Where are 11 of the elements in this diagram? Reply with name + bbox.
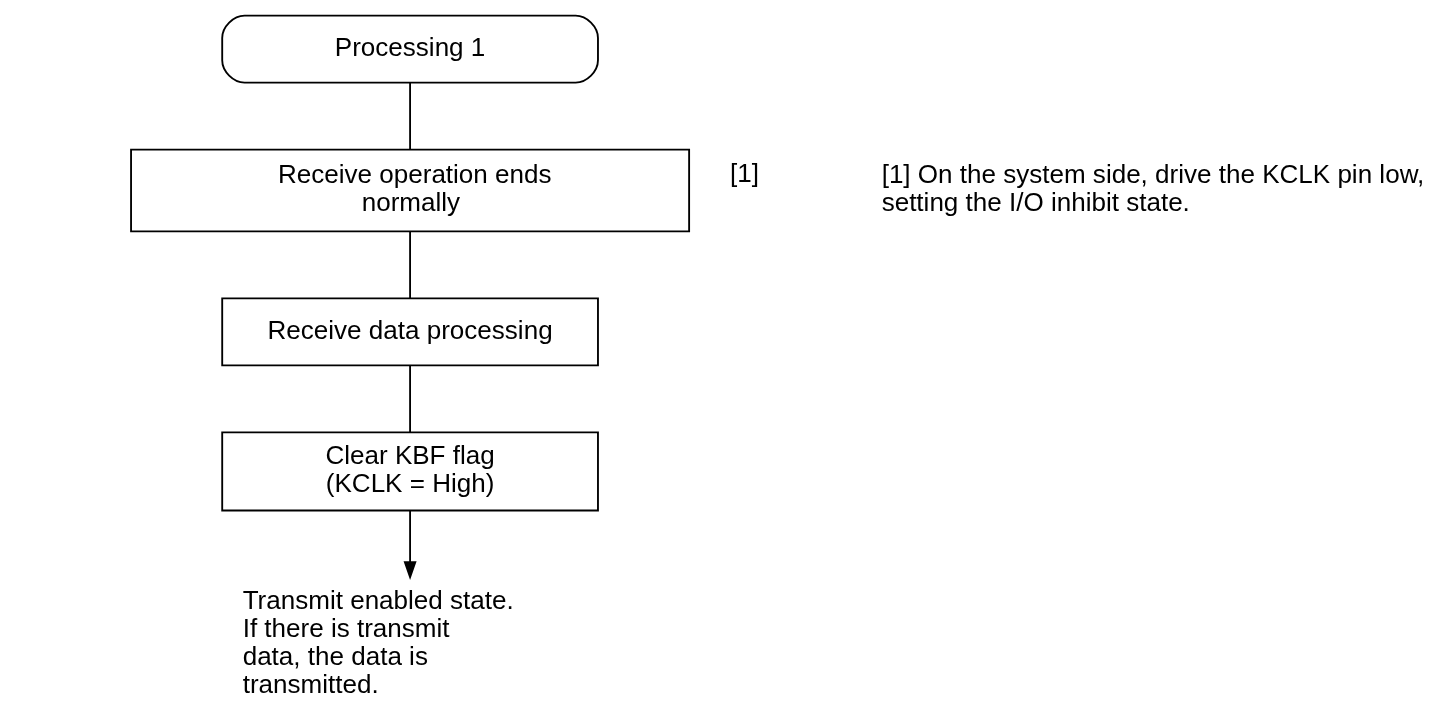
label: [1] On the system side, drive the KCLK pin low, setting the I/O inhibit state. [881, 159, 1425, 218]
node-text: Transmit enabled state. If there is transmit data, the data is transmitted. [242, 585, 514, 700]
node-box: Clear KBF flag (KCLK = High) [221, 431, 599, 512]
arrow [403, 509, 417, 580]
node-box: Processing 1 [221, 14, 599, 84]
node-label: [1] [730, 157, 759, 188]
connector [409, 82, 411, 151]
node-box: Receive data processing [221, 297, 599, 367]
connector [409, 230, 411, 299]
node-box: Receive operation ends normally [130, 148, 691, 233]
connector [409, 365, 411, 434]
